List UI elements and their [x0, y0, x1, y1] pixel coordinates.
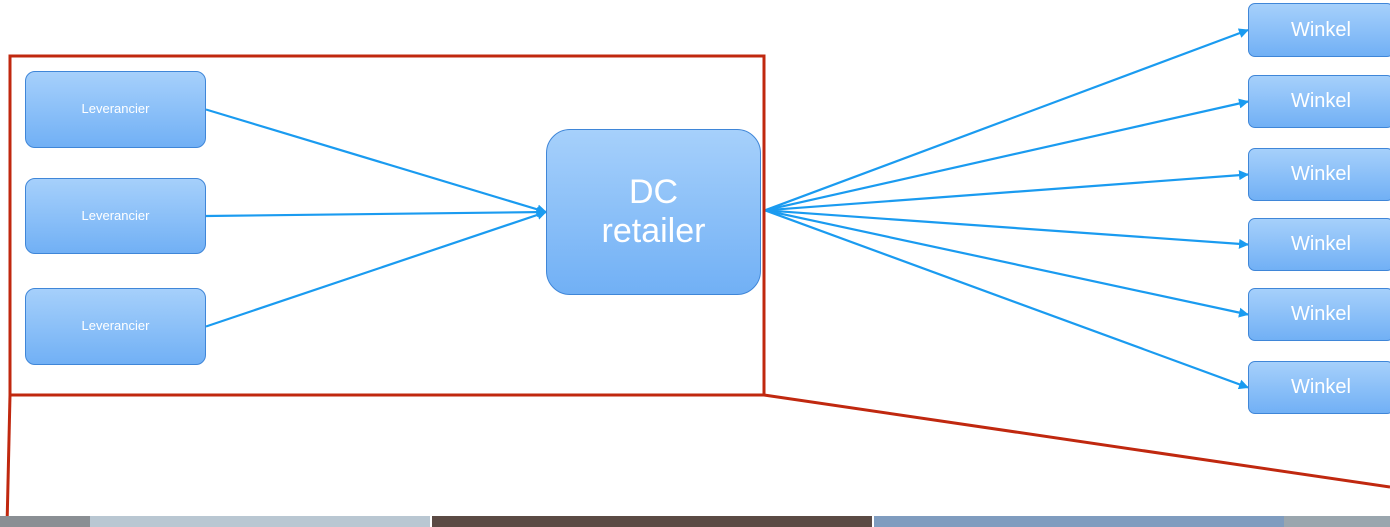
dc-label-line1: DC — [628, 172, 679, 211]
flow-arrow — [764, 28, 1249, 212]
supplier-label: Leverancier — [81, 101, 150, 117]
dc-label-line2: retailer — [601, 212, 706, 250]
store-label: Winkel — [1290, 303, 1351, 325]
flow-arrow — [205, 207, 547, 218]
zoom-line-left — [5, 394, 12, 527]
supplier-node: Leverancier — [25, 178, 206, 254]
supplier-label: Leverancier — [81, 207, 150, 223]
store-node: Winkel — [1248, 3, 1390, 57]
flow-arrow — [764, 209, 1249, 318]
store-label: Winkel — [1290, 18, 1351, 41]
store-node: Winkel — [1248, 75, 1390, 128]
flow-arrow — [764, 209, 1249, 249]
supplier-node: Leverancier — [25, 288, 206, 365]
flow-arrow — [205, 210, 547, 328]
photo-thumbnail — [0, 516, 90, 527]
photo-thumbnail — [1284, 516, 1390, 527]
store-label: Winkel — [1290, 233, 1351, 255]
flow-arrow — [764, 209, 1249, 390]
store-node: Winkel — [1248, 148, 1390, 201]
flow-arrow — [205, 108, 547, 215]
zoom-line-right — [763, 393, 1390, 489]
store-node: Winkel — [1248, 288, 1390, 341]
edge-layer — [205, 28, 1249, 390]
store-label: Winkel — [1290, 90, 1351, 112]
photo-thumbnail — [874, 516, 1284, 527]
store-node: Winkel — [1248, 218, 1390, 271]
photo-thumbnail — [432, 516, 872, 527]
store-label: Winkel — [1290, 163, 1351, 185]
photo-strip — [0, 516, 1390, 527]
photo-thumbnail — [90, 516, 430, 527]
dc-retailer-node: DC retailer — [546, 129, 761, 295]
flow-arrow — [764, 170, 1249, 212]
supplier-node: Leverancier — [25, 71, 206, 148]
supplier-label: Leverancier — [81, 318, 150, 334]
store-node: Winkel — [1248, 361, 1390, 414]
store-label: Winkel — [1290, 376, 1351, 398]
highlight-box — [8, 54, 766, 397]
flow-arrow — [764, 98, 1249, 212]
